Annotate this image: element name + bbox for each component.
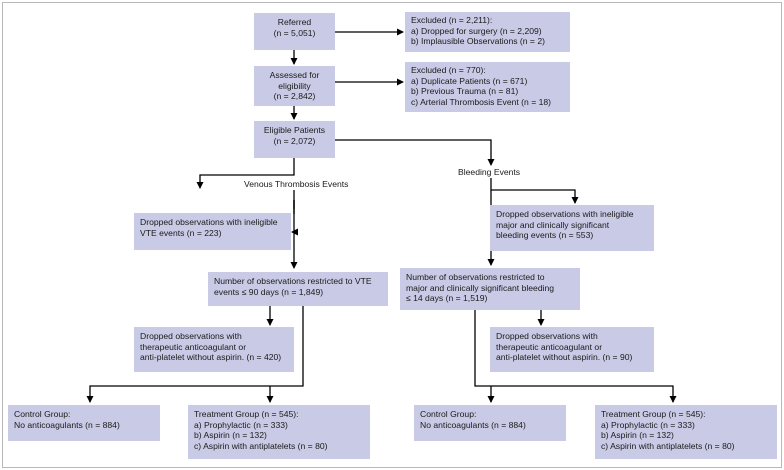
bleed-anticoag-box: Dropped observations with therapeutic an…: [490, 327, 654, 372]
bleed-control-line-1: Control Group:: [420, 409, 477, 419]
bleed-restricted-line-3: ≤ 14 days (n = 1,519): [406, 293, 488, 303]
arrow-eligible-vte: [196, 158, 295, 189]
excluded2-line-3: b) Previous Trauma (n = 81): [411, 86, 519, 96]
arrow-bleed-dropped: [490, 178, 579, 204]
excluded1-line-2: a) Dropped for surgery (n = 2,209): [411, 25, 542, 36]
excluded2-line-1: Excluded (n = 770):: [411, 65, 486, 75]
bleed-anticoag-line-2: therapeutic anticoagulant or: [496, 341, 603, 352]
vte-restricted-line-1: Number of observations restricted to VTE: [214, 276, 372, 286]
bleed-restricted-line-1: Number of observations restricted to: [406, 272, 545, 282]
vte-branch-label: Venous Thrombosis Events: [244, 179, 349, 189]
bleed-treatment-line-2: a) Prophylactic (n = 333): [601, 419, 695, 430]
eligible-box: Eligible Patients (n = 2,072): [254, 121, 335, 158]
line-bleed-groups: [474, 310, 677, 403]
bleed-treatment-line-4: c) Aspirin with antiplatelets (n = 80): [601, 440, 735, 451]
bleed-restricted-box: Number of observations restricted to maj…: [400, 268, 580, 310]
excluded1-line-1: Excluded (n = 2,211):: [411, 15, 493, 25]
vte-anticoag-line-3: anti-platelet without aspirin. (n = 420): [140, 352, 282, 362]
eligible-title: Eligible Patients: [263, 125, 326, 135]
bleed-treatment-line-1: Treatment Group (n = 545):: [601, 409, 706, 419]
vte-treatment-line-1: Treatment Group (n = 545):: [194, 409, 299, 419]
bleed-treatment-line-3: b) Aspirin (n = 132): [601, 430, 674, 440]
vte-dropped-box: Dropped observations with ineligible VTE…: [134, 213, 291, 250]
vte-treatment-line-3: b) Aspirin (n = 132): [194, 430, 267, 440]
eligible-count: (n = 2,072): [273, 135, 316, 146]
excluded2-line-2: a) Duplicate Patients (n = 671): [411, 75, 528, 86]
bleed-dropped-line-1: Dropped observations with ineligible: [496, 209, 634, 219]
vte-control-line-1: Control Group:: [14, 409, 71, 419]
excluded-box-2: Excluded (n = 770): a) Duplicate Patient…: [405, 62, 570, 112]
vte-restricted-line-2: events ≤ 90 days (n = 1,849): [214, 286, 324, 297]
assessed-line-1: Assessed for: [269, 70, 320, 80]
vte-dropped-line-2: VTE events (n = 223): [140, 227, 222, 238]
referred-count: (n = 5,051): [273, 27, 316, 38]
excluded-box-1: Excluded (n = 2,211): a) Dropped for sur…: [405, 12, 570, 52]
vte-treatment-line-2: a) Prophylactic (n = 333): [194, 419, 288, 430]
bleed-branch-label: Bleeding Events: [458, 167, 521, 177]
excluded1-line-3: b) Implausible Observations (n = 2): [411, 36, 545, 46]
vte-control-box: Control Group: No anticoagulants (n = 88…: [8, 405, 160, 441]
vte-anticoag-line-2: therapeutic anticoagulant or: [140, 341, 247, 352]
vte-anticoag-line-1: Dropped observations with: [140, 331, 242, 341]
vte-restricted-box: Number of observations restricted to VTE…: [208, 272, 388, 306]
bleed-anticoag-line-1: Dropped observations with: [496, 331, 598, 341]
bleed-control-line-2: No anticoagulants (n = 884): [420, 419, 526, 430]
excluded2-line-4: c) Arterial Thrombosis Event (n = 18): [411, 96, 552, 107]
bleed-dropped-box: Dropped observations with ineligible maj…: [490, 205, 654, 251]
assessed-line-3: (n = 2,842): [273, 91, 316, 101]
vte-anticoag-box: Dropped observations with therapeutic an…: [134, 327, 294, 372]
bleed-dropped-line-3: bleeding events (n = 553): [496, 230, 594, 240]
bleed-treatment-box: Treatment Group (n = 545): a) Prophylact…: [595, 405, 777, 459]
bleed-control-box: Control Group: No anticoagulants (n = 88…: [414, 405, 566, 441]
vte-treatment-box: Treatment Group (n = 545): a) Prophylact…: [188, 405, 370, 459]
vte-treatment-line-4: c) Aspirin with antiplatelets (n = 80): [194, 440, 328, 451]
vte-dropped-line-1: Dropped observations with ineligible: [140, 217, 278, 227]
line-vte-groups: [86, 306, 304, 403]
referred-box: Referred (n = 5,051): [254, 13, 335, 50]
assessed-line-2: eligibility: [278, 80, 311, 91]
vte-control-line-2: No anticoagulants (n = 884): [14, 419, 120, 430]
bleed-dropped-line-2: major and clinically significant: [496, 219, 610, 230]
assessed-box: Assessed for eligibility (n = 2,842): [254, 66, 335, 106]
referred-title: Referred: [277, 17, 312, 27]
arrow-eligible-bleed: [335, 139, 495, 166]
bleed-anticoag-line-3: anti-platelet without aspirin. (n = 90): [496, 352, 633, 362]
bleed-restricted-line-2: major and clinically significant bleedin…: [406, 282, 555, 293]
